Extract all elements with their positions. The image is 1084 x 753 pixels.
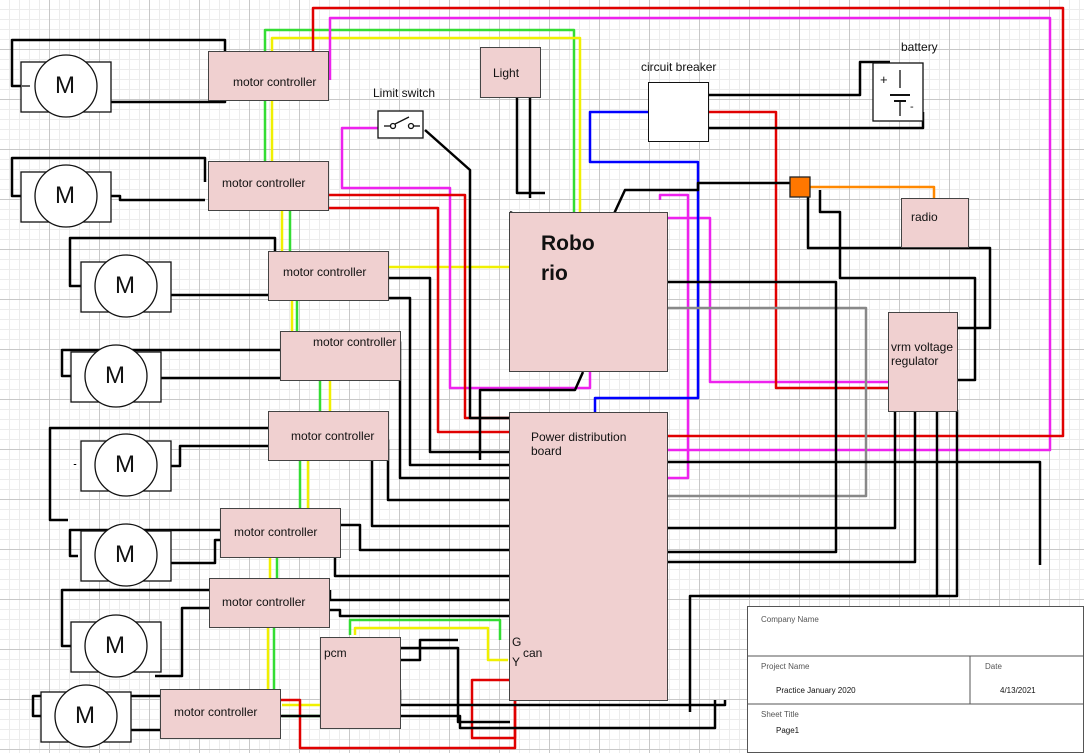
power-splice (789, 176, 811, 198)
wire-gray (655, 306, 868, 498)
wire-red-top (311, 6, 1065, 438)
sheet-value: Page1 (776, 726, 800, 735)
motor-controller-7 (209, 578, 330, 628)
roborio-label-line2: rio (541, 262, 568, 285)
motor-2 (20, 164, 112, 228)
motor-8-label: M (75, 702, 95, 729)
wire-red-breaker (703, 110, 888, 390)
limit-switch-symbol (377, 110, 424, 139)
power-distribution-board (509, 412, 668, 701)
wire-red-motor (280, 698, 517, 750)
motor-1 (20, 54, 112, 118)
motor-5-label: M (115, 451, 135, 478)
light (480, 47, 541, 98)
wire-magenta-rio (650, 216, 888, 384)
title-block-lines (747, 655, 1084, 705)
motor-7 (70, 614, 162, 678)
wire-blue (588, 110, 700, 418)
company-label: Company Name (761, 615, 819, 624)
battery-label: battery (901, 40, 938, 54)
motor-controller-5-label: motor controller (291, 429, 375, 443)
svg-text:-: - (910, 101, 914, 113)
motor-controller-8 (160, 689, 281, 739)
motor-controller-4 (280, 331, 401, 381)
radio (901, 198, 969, 248)
wire-red-mc (320, 206, 510, 434)
motor-4 (70, 344, 162, 408)
motor-controller-4-label: motor controller (313, 335, 397, 349)
roborio (509, 212, 668, 372)
motor-controller-3-label: motor controller (283, 265, 367, 279)
motor-8 (40, 684, 132, 748)
date-value: 4/13/2021 (1000, 686, 1036, 695)
motor-controller-6 (220, 508, 341, 558)
svg-text:+: + (880, 72, 888, 87)
date-label: Date (985, 662, 1002, 671)
circuit-breaker (648, 82, 709, 142)
can-label: can (523, 646, 543, 660)
motor-1-label: M (55, 72, 75, 99)
project-value: Practice January 2020 (776, 686, 856, 695)
radio-label: radio (911, 210, 938, 224)
motor-7-label: M (105, 632, 125, 659)
motor-controller-6-label: motor controller (234, 525, 318, 539)
motor-4-label: M (105, 362, 125, 389)
motor-controller-1 (208, 51, 329, 101)
light-label: Light (493, 66, 520, 80)
sheet-label: Sheet Title (761, 710, 799, 719)
motor-controller-8-label: motor controller (174, 705, 258, 719)
can-g-label: G (512, 635, 522, 649)
limit-switch-label: Limit switch (373, 86, 436, 100)
motor-6 (80, 523, 172, 587)
project-label: Project Name (761, 662, 810, 671)
motor-3 (80, 254, 172, 318)
motor-controller-1-label: motor controller (233, 75, 317, 89)
motor-3-label: M (115, 272, 135, 299)
vrm-label-line2: regulator (891, 354, 939, 368)
pcm (320, 637, 401, 729)
motor-controller-5 (268, 411, 389, 461)
motor-5 (80, 433, 172, 497)
roborio-label-line1: Robo (541, 232, 595, 255)
vrm-voltage-regulator (888, 312, 958, 412)
can-y-label: Y (512, 655, 521, 669)
wires-black (10, 38, 1042, 732)
wire-magenta-rio2 (655, 193, 690, 480)
pdb-label-line2: board (531, 444, 562, 458)
vrm-label-line1: vrm voltage (891, 340, 954, 354)
circuit-breaker-label: circuit breaker (641, 60, 717, 74)
wire-magenta-top (328, 16, 1052, 452)
wire-orange (806, 185, 936, 200)
battery-symbol: + - (872, 62, 924, 122)
pdb-label-line1: Power distribution (531, 430, 627, 444)
motor-controller-3 (268, 251, 389, 301)
motor-controller-2-label: motor controller (222, 176, 306, 190)
motor-controller-7-label: motor controller (222, 595, 306, 609)
wire-magenta-limit (340, 126, 592, 390)
motor-2-label: M (55, 182, 75, 209)
pcm-label: pcm (324, 646, 347, 660)
motor-controller-2 (208, 161, 329, 211)
title-block: Company Name Project Name Practice Janua… (747, 606, 1084, 753)
motor-6-label: M (115, 541, 135, 568)
